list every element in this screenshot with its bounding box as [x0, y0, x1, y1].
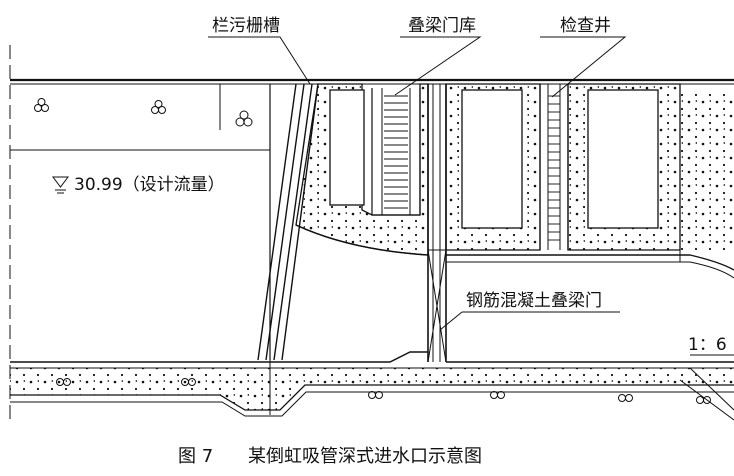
- label-stoplog-storage: 叠梁门库: [408, 16, 476, 36]
- label-water-level: 30.99（设计流量）: [74, 175, 225, 195]
- label-rc-stoplog: 钢筋混凝土叠梁门: [466, 291, 602, 311]
- caption-number: 图 7: [178, 446, 213, 467]
- label-trash-rack-slot: 栏污栅槽: [212, 16, 280, 36]
- leader-lines: [208, 36, 734, 356]
- label-inspection-well: 检查井: [560, 16, 611, 36]
- caption-text: 某倒虹吸管深式进水口示意图: [248, 446, 482, 467]
- gravel-symbols: [34, 98, 711, 404]
- water-level-symbol: [52, 176, 69, 194]
- label-slope: 1：6: [688, 335, 727, 355]
